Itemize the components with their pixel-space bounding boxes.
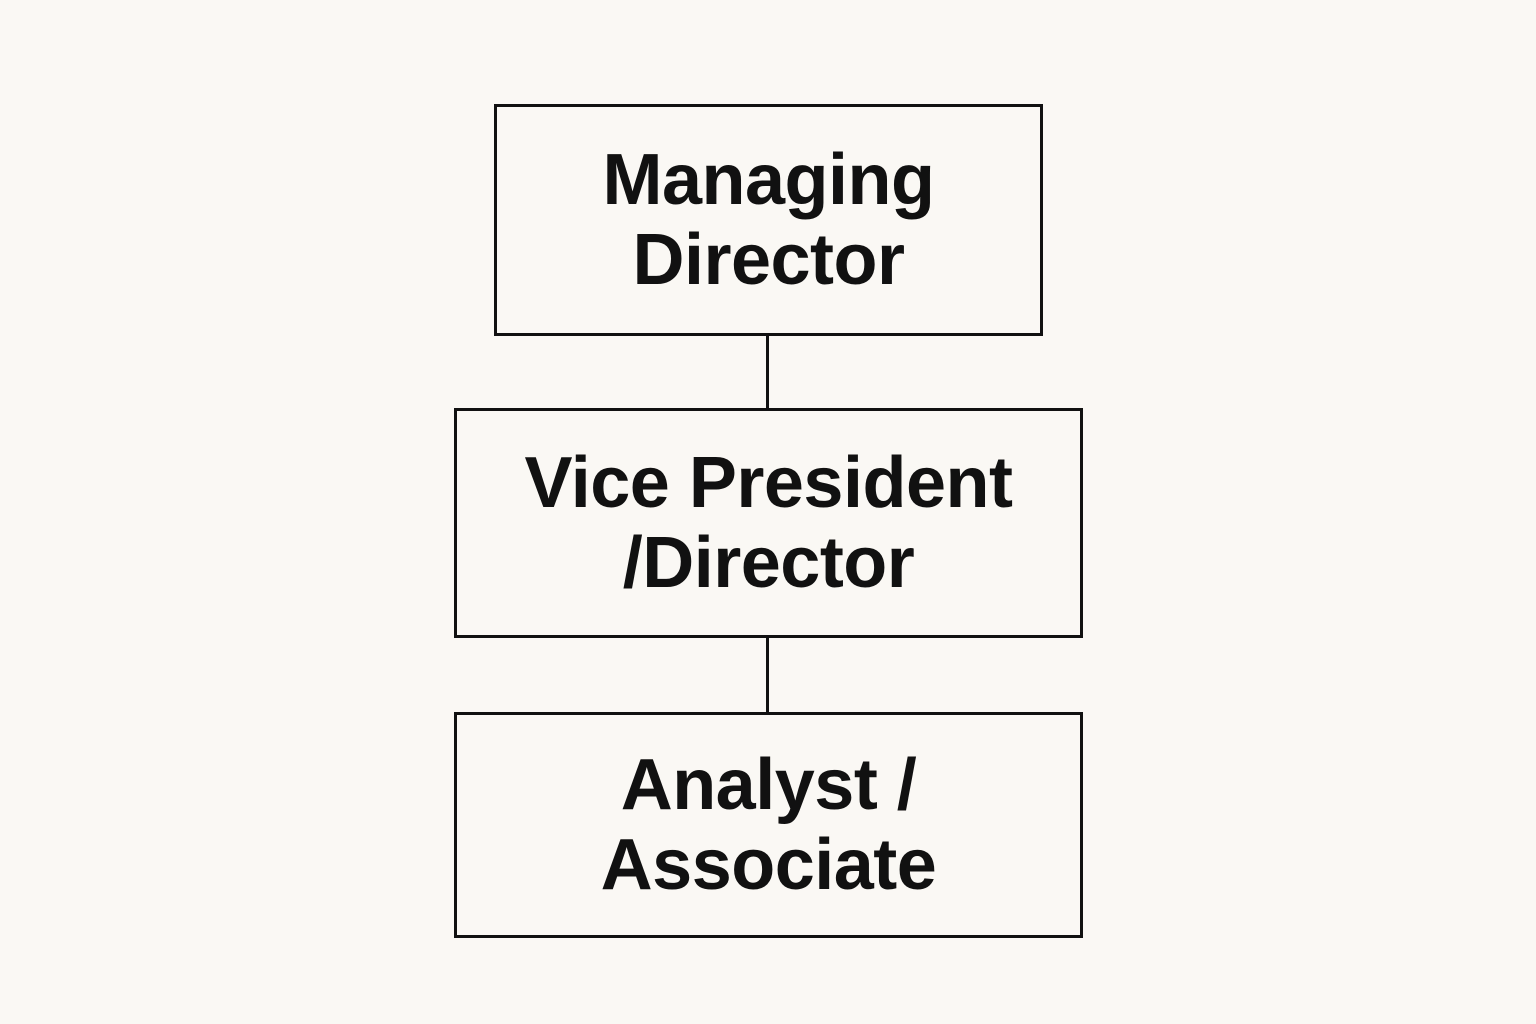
node-managing-director: Managing Director <box>494 104 1043 336</box>
node-analyst-associate: Analyst / Associate <box>454 712 1083 938</box>
node-label-line: Vice President <box>524 443 1013 523</box>
connector-line <box>766 638 769 712</box>
node-label-line: Analyst / <box>620 745 917 825</box>
node-vice-president-director: Vice President /Director <box>454 408 1083 638</box>
node-label-line: Managing <box>602 140 936 220</box>
node-label-line: Associate <box>600 825 937 905</box>
node-label-line: /Director <box>622 523 915 603</box>
node-label-line: Director <box>632 220 905 300</box>
connector-line <box>766 336 769 408</box>
